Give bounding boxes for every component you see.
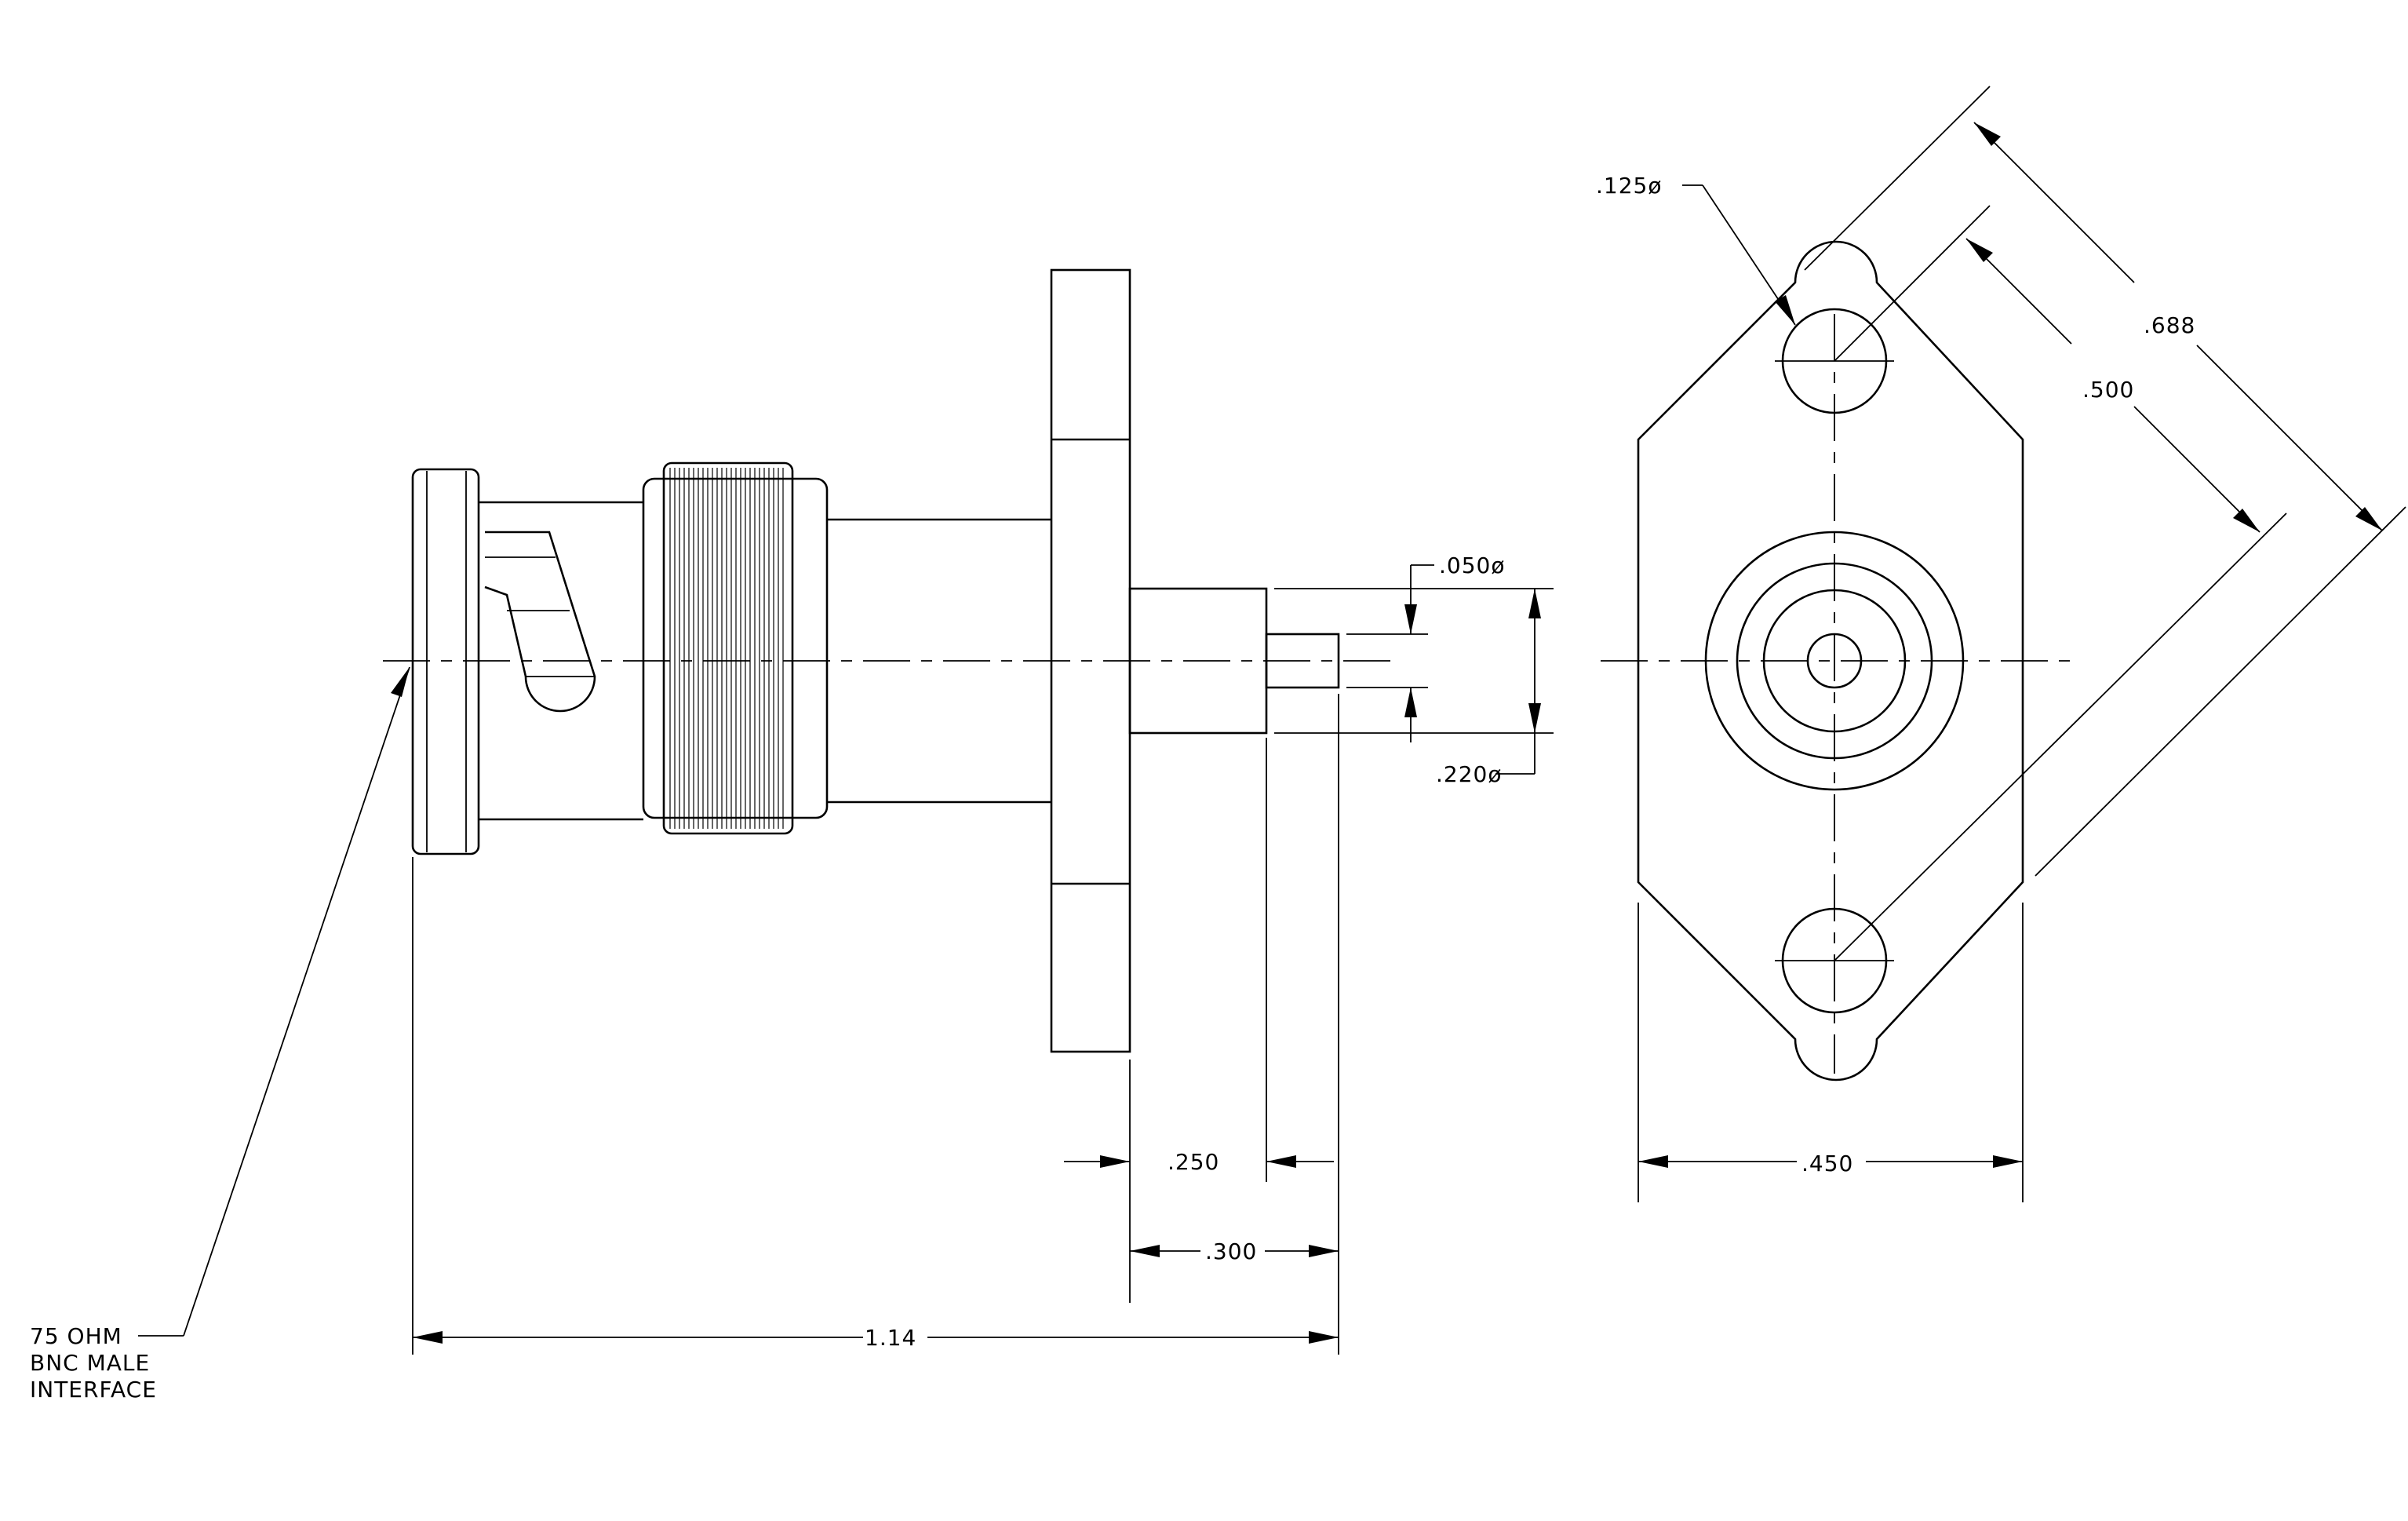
interface-note: 75 OHM BNC MALE INTERFACE — [30, 1323, 157, 1402]
dim-500-label: .500 — [2082, 377, 2134, 403]
receptacle-pin — [1806, 633, 1863, 689]
dim-688: .688 — [1804, 86, 2406, 877]
connector-body — [827, 518, 1051, 804]
bayonet-sleeve — [479, 501, 643, 821]
dim-overall-length: 1.14 — [412, 694, 1339, 1355]
dim-pin-diameter: .050ø — [1346, 553, 1505, 742]
receptacle-outer — [1704, 531, 1965, 791]
dim-hole-diameter: .125ø — [1596, 173, 1796, 326]
front-view — [1601, 240, 2071, 1081]
receptacle-ring — [1736, 562, 1933, 760]
dim-pin-label: .050ø — [1439, 553, 1505, 578]
dim-body-label: .220ø — [1436, 761, 1502, 787]
side-view — [383, 268, 1397, 1053]
dim-body-diameter: .220ø — [1274, 588, 1554, 787]
dim-688-label: .688 — [2144, 312, 2195, 338]
dim-450: .450 — [1638, 903, 2024, 1202]
dim-hole-label: .125ø — [1596, 173, 1662, 199]
knurled-coupling-nut — [642, 461, 829, 835]
flange-outline — [1637, 240, 2024, 1081]
dim-overall-label: 1.14 — [865, 1325, 916, 1351]
note-line-2: BNC MALE — [30, 1350, 150, 1376]
note-leader — [138, 666, 410, 1337]
dim-250-label: .250 — [1168, 1149, 1219, 1175]
dim-300: .300 — [1129, 1060, 1339, 1303]
dim-500: .500 — [1834, 205, 2287, 961]
dim-300-label: .300 — [1205, 1238, 1257, 1264]
receptacle-inner — [1762, 589, 1907, 733]
dim-450-label: .450 — [1801, 1151, 1853, 1176]
note-line-1: 75 OHM — [30, 1323, 122, 1349]
center-pin — [1265, 633, 1340, 689]
dim-250: .250 — [1064, 738, 1334, 1182]
bnc-front-ring — [411, 468, 480, 855]
note-line-3: INTERFACE — [30, 1377, 157, 1402]
